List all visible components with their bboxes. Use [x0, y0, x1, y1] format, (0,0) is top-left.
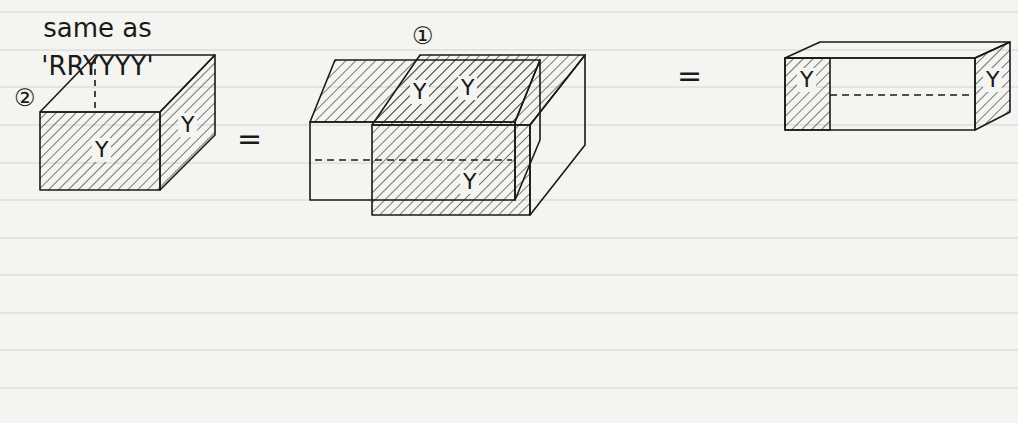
box-two: [785, 42, 1010, 130]
face-label: Y: [410, 80, 429, 104]
face-label: Y: [983, 68, 1002, 92]
face-label: Y: [460, 170, 479, 194]
callout-number: ①: [412, 23, 434, 49]
face-label: Y: [458, 76, 477, 100]
face-label: Y: [178, 113, 197, 137]
face-label: Y: [797, 68, 816, 92]
callout-number: ②: [14, 85, 36, 111]
equals-sign: =: [237, 122, 262, 155]
face-label: Y: [92, 138, 111, 162]
box-four: [310, 60, 540, 200]
equals-sign: =: [677, 59, 702, 92]
note-text: same as 'RRYYYY': [10, 10, 185, 85]
